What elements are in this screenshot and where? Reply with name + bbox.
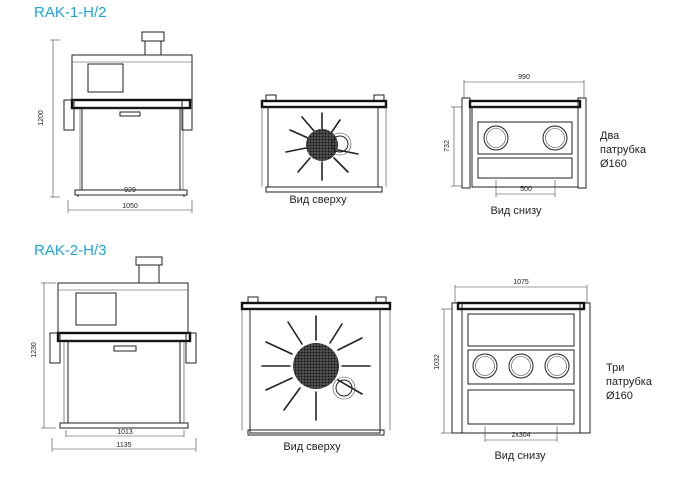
unit-2-outlet-3: [544, 353, 570, 379]
svg-text:Ø160: Ø160: [600, 158, 627, 170]
unit-1-bottom-width-dim: 990: [518, 74, 530, 81]
unit-2-outer-width-dim: 1135: [116, 442, 131, 449]
unit-1-outer-width-dim: 1050: [122, 203, 138, 210]
unit-2-top-caption: Вид сверху: [283, 441, 341, 453]
unit-1-top-rays: [285, 112, 359, 181]
unit-1-height-dim: 1200: [38, 110, 45, 126]
unit-2-outlet-2: [508, 353, 534, 379]
unit-1-front-dimensions: 1200 929 1050: [38, 39, 193, 213]
unit-1-outlet-note: Два патрубка Ø160: [600, 130, 647, 170]
unit-1-bottom-view: [461, 97, 587, 189]
unit-1-title: RAK-1-H/2: [34, 4, 107, 21]
unit-2-front-dimensions: 1230 1013 1135: [31, 282, 197, 452]
unit-2-inner-width-dim: 1013: [117, 429, 133, 436]
unit-2-top-grille: [293, 343, 339, 389]
svg-text:Ø160: Ø160: [606, 390, 633, 402]
unit-2-top-rays: [261, 315, 371, 421]
unit-1-inner-width-dim: 929: [124, 187, 136, 194]
svg-text:патрубка: патрубка: [606, 376, 653, 388]
unit-2-height-dim: 1230: [31, 342, 38, 358]
unit-1-spacing-dim: 500: [520, 186, 532, 193]
unit-1-top-grille: [306, 129, 338, 161]
unit-2-bottom-view: [451, 301, 591, 434]
unit-2-bottom-dimensions: 1075 1032 2x304: [434, 279, 588, 442]
unit-2-outlet-1: [472, 353, 498, 379]
unit-1-bottom-dimensions: 990 732 500: [444, 74, 585, 197]
unit-2-top-view: [240, 296, 392, 436]
svg-text:Три: Три: [606, 362, 624, 374]
unit-2-title: RAK-2-H/3: [34, 242, 107, 259]
unit-1-bottom-caption: Вид снизу: [490, 205, 542, 217]
unit-1-top-caption: Вид сверху: [289, 194, 347, 206]
unit-1-outlet-1: [483, 125, 509, 151]
unit-2-front-view: [49, 256, 197, 429]
unit-2-bottom-depth-dim: 1032: [434, 354, 441, 370]
unit-2-outlet-note: Три патрубка Ø160: [606, 362, 653, 402]
unit-2-bottom-width-dim: 1075: [513, 279, 529, 286]
unit-1-outlet-2: [542, 125, 568, 151]
svg-text:Два: Два: [600, 130, 620, 142]
unit-2-bottom-caption: Вид снизу: [494, 450, 546, 462]
unit-1-top-view: [260, 94, 388, 193]
unit-1-bottom-depth-dim: 732: [444, 140, 451, 152]
unit-1-front-view: [63, 31, 193, 197]
unit-2-spacing-dim: 2x304: [511, 432, 530, 439]
svg-text:патрубка: патрубка: [600, 144, 647, 156]
